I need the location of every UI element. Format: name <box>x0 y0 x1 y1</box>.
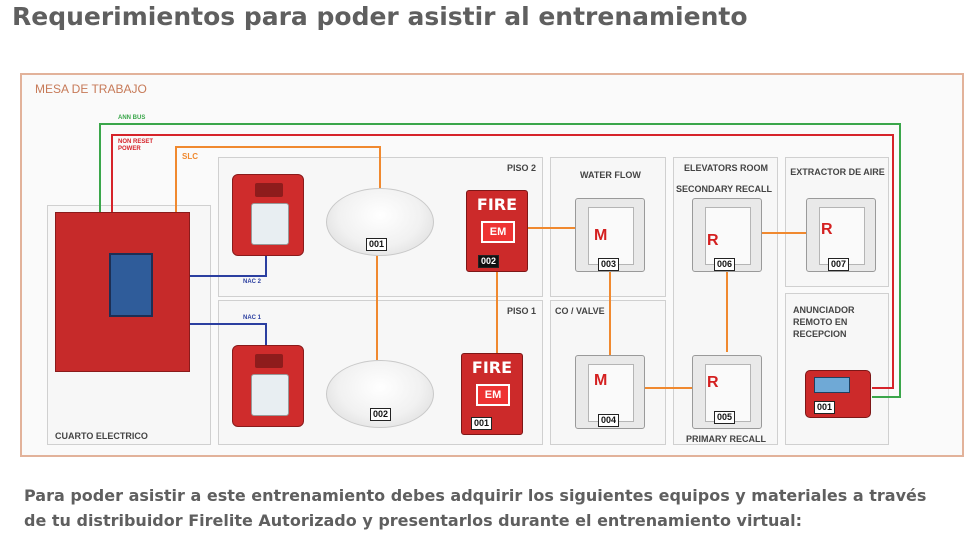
nac2-label: NAC 2 <box>243 279 262 285</box>
smoke-detector-002-number: 002 <box>370 408 392 421</box>
non-reset-label: NON RESET POWER <box>118 139 154 152</box>
module-type-letter: R <box>707 374 719 391</box>
module-type-letter: R <box>707 232 719 249</box>
horn-grill <box>255 354 283 368</box>
module-006-number: 006 <box>714 258 736 271</box>
module-type-letter: R <box>821 221 833 238</box>
pull-fire-text: FIRE <box>476 195 518 214</box>
slc-label: SLC <box>182 152 198 161</box>
pull-fire-text: FIRE <box>471 358 513 377</box>
module-body <box>588 207 634 265</box>
room-annunciator-label: ANUNCIADOR REMOTO EN RECEPCION <box>793 305 855 339</box>
panel-keypad <box>109 253 153 317</box>
pull-em-handle: EM <box>476 384 510 406</box>
pull-station-floor2-number: 002 <box>478 255 500 268</box>
room-floor1-label: PISO 1 <box>507 306 537 316</box>
strobe-lens <box>251 374 289 416</box>
pull-station-floor1-number: 001 <box>471 417 493 430</box>
room-extractor-label: EXTRACTOR DE AIRE <box>790 167 885 177</box>
non-reset-wire <box>111 134 894 389</box>
module-type-letter: M <box>594 227 608 244</box>
nac2-wire <box>190 256 267 277</box>
workbench-label: MESA DE TRABAJO <box>35 82 147 96</box>
room-elevators-label: ELEVATORS ROOM <box>684 163 769 173</box>
pull-em-handle: EM <box>481 221 515 243</box>
room-annunciator <box>785 293 889 445</box>
room-water-flow-label: WATER FLOW <box>580 170 641 180</box>
requirements-text: Para poder asistir a este entrenamiento … <box>24 486 927 530</box>
horn-strobe-nac2 <box>232 174 304 256</box>
horn-grill <box>255 183 283 197</box>
room-primary-recall-label: PRIMARY RECALL <box>686 434 767 444</box>
horn-strobe-nac1 <box>232 345 304 427</box>
module-body <box>588 364 634 422</box>
fire-alarm-control-panel <box>55 212 190 372</box>
page-title: Requerimientos para poder asistir al ent… <box>12 2 748 31</box>
room-floor2-label: PISO 2 <box>507 163 537 173</box>
strobe-lens <box>251 203 289 245</box>
room-co-valve-label: CO / VALVE <box>555 306 605 316</box>
smoke-detector-001-number: 001 <box>366 238 388 251</box>
module-003-number: 003 <box>598 258 620 271</box>
slc-wire <box>175 146 381 222</box>
ann-bus-wire <box>99 123 901 398</box>
nac1-wire <box>190 323 267 345</box>
module-005-number: 005 <box>714 411 736 424</box>
module-type-letter: M <box>594 372 608 389</box>
module-007-number: 007 <box>828 258 850 271</box>
room-electric-label: CUARTO ELECTRICO <box>55 431 148 441</box>
nac1-label: NAC 1 <box>243 315 262 321</box>
module-004-number: 004 <box>598 414 620 427</box>
ann-bus-label: ANN BUS <box>118 115 146 121</box>
annunciator-number: 001 <box>814 401 836 414</box>
room-secondary-recall-label: SECONDARY RECALL <box>676 184 773 194</box>
annunciator-display <box>814 377 850 393</box>
